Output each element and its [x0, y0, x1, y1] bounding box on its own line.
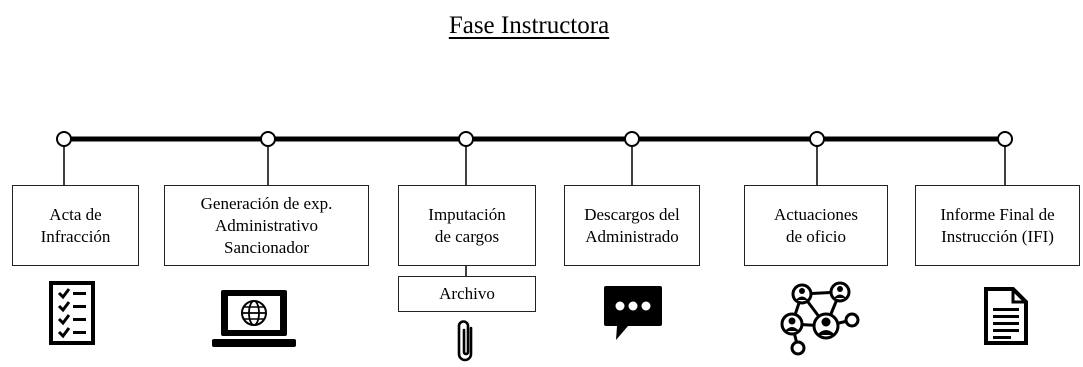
- step-box-actuaciones: Actuaciones de oficio: [744, 185, 888, 266]
- checklist-icon: [49, 281, 95, 345]
- timeline-node-2: [260, 131, 276, 147]
- document-icon: [984, 287, 1028, 345]
- step-label-actuaciones: Actuaciones de oficio: [773, 204, 859, 246]
- timeline-node-3: [458, 131, 474, 147]
- step-box-descargos: Descargos del Administrado: [564, 185, 700, 266]
- timeline-node-1: [56, 131, 72, 147]
- step-box-imputacion: Imputación de cargos: [398, 185, 536, 266]
- page-title: Fase Instructora: [448, 12, 610, 39]
- step-label-acta: Acta de Infracción: [40, 204, 111, 246]
- laptop-globe-icon: [212, 290, 296, 347]
- step-label-imputacion: Imputación de cargos: [428, 204, 506, 246]
- timeline-node-4: [624, 131, 640, 147]
- network-people-icon: [780, 281, 860, 356]
- step-label-descargos: Descargos del Administrado: [584, 204, 680, 246]
- timeline-node-6: [997, 131, 1013, 147]
- step-box-acta: Acta de Infracción: [12, 185, 139, 266]
- step-sublabel-archivo: Archivo: [439, 284, 495, 303]
- chat-bubble-icon: [604, 286, 662, 340]
- paperclip-icon: [457, 320, 473, 362]
- timeline-node-5: [809, 131, 825, 147]
- step-label-generacion: Generación de exp. Administrativo Sancio…: [200, 193, 333, 257]
- step-box-informe: Informe Final de Instrucción (IFI): [915, 185, 1080, 266]
- step-subbox-archivo: Archivo: [398, 276, 536, 312]
- step-label-informe: Informe Final de Instrucción (IFI): [940, 204, 1055, 246]
- step-box-generacion: Generación de exp. Administrativo Sancio…: [164, 185, 369, 266]
